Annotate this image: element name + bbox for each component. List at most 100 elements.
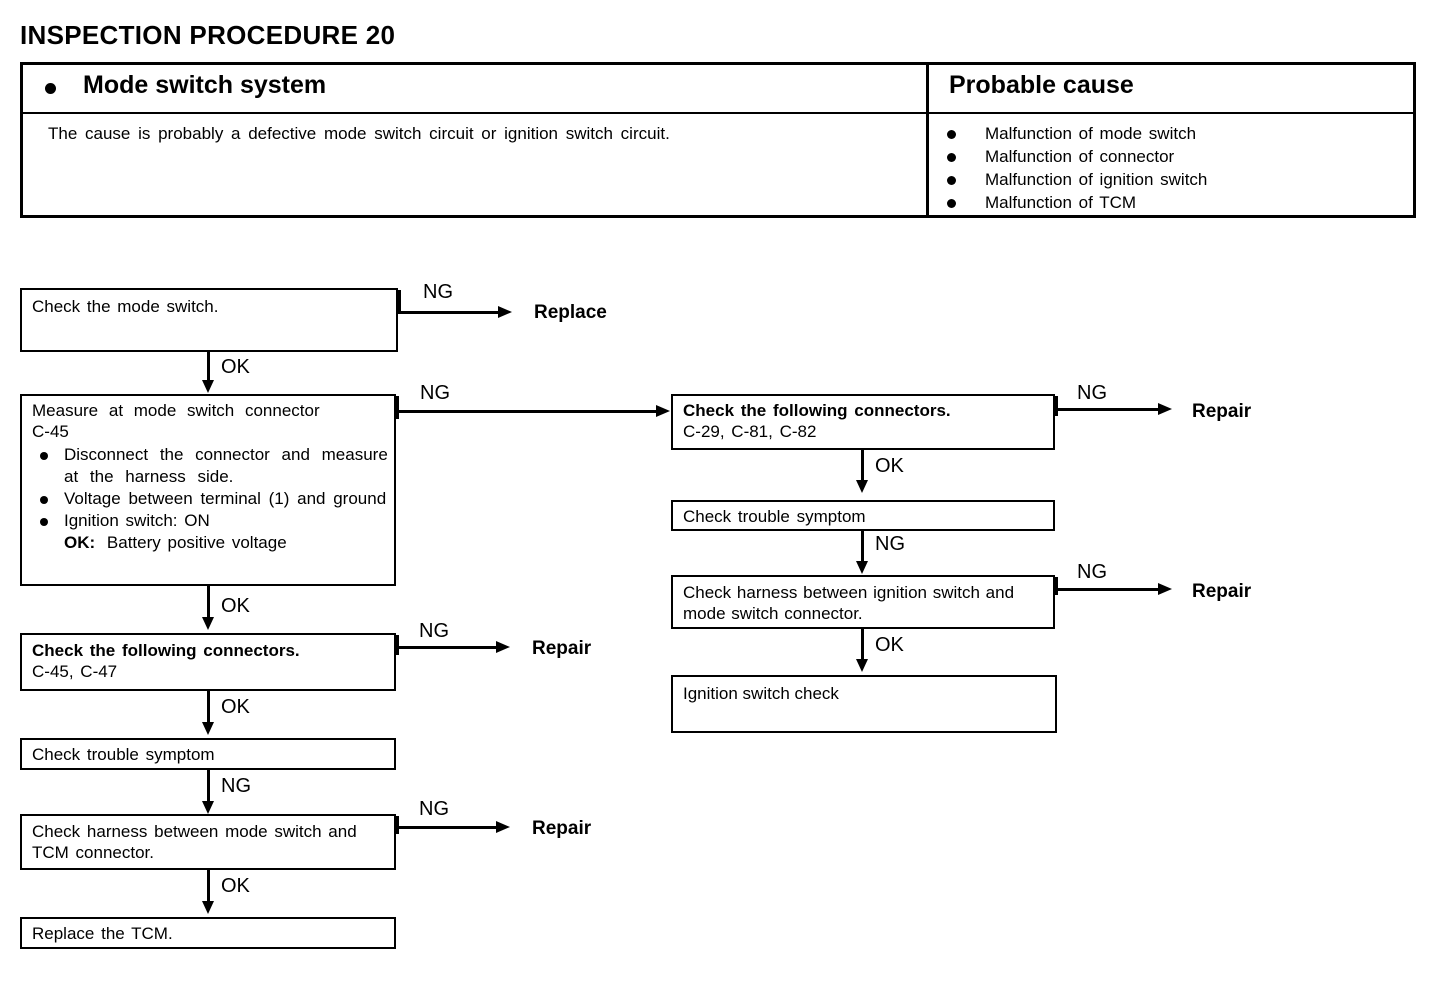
probable-cause-cell: Malfunction of mode switch Malfunction o… [929, 114, 1413, 217]
flow-box-check-harness-left: Check harness between mode switch and TC… [20, 814, 396, 870]
edge-ok-b1-b2 [207, 352, 210, 384]
arrow-right-icon [1158, 582, 1172, 595]
edge-ng-b3-stub [396, 635, 399, 655]
edge-label-ng: NG [1077, 382, 1107, 404]
connectors-title: Check the following connectors. [683, 401, 951, 420]
edge-label-ng: NG [419, 620, 449, 642]
edge-label-ok: OK [221, 356, 250, 378]
arrow-down-icon [201, 617, 214, 630]
flow-box-check-connectors-right: Check the following connectors. C-29, C-… [671, 394, 1055, 450]
list-item: Voltage between terminal (1) and ground [32, 488, 388, 510]
flow-box-replace-tcm: Replace the TCM. [20, 917, 396, 949]
flow-box-label: Check the following connectors. C-45, C-… [32, 640, 388, 682]
terminal-repair: Repair [532, 818, 592, 839]
edge-ok-b2-b3 [207, 586, 210, 620]
list-item: Malfunction of mode switch [947, 122, 1207, 145]
edge-label-ok: OK [875, 634, 904, 656]
edge-ok-b3-b4 [207, 691, 210, 725]
flow-box-check-mode-switch: Check the mode switch. [20, 288, 398, 352]
description-cell: The cause is probably a defective mode s… [23, 114, 929, 217]
flow-box-label: Check the mode switch. [32, 297, 219, 316]
list-item: Malfunction of connector [947, 145, 1207, 168]
flow-box-label: Check harness between ignition switch an… [683, 583, 1015, 623]
measure-bullet-list: Disconnect the connector and measure at … [32, 444, 388, 554]
edge-ng-r3 [1055, 588, 1160, 591]
measure-ok-prefix: OK: [64, 533, 96, 552]
edge-ng-b2 [396, 410, 660, 413]
list-item: Ignition switch: ON [32, 510, 388, 532]
arrow-down-icon [855, 480, 868, 493]
arrow-right-icon [1158, 402, 1172, 415]
edge-ng-r1 [1055, 408, 1160, 411]
edge-label-ok: OK [875, 455, 904, 477]
flow-box-check-harness-right: Check harness between ignition switch an… [671, 575, 1055, 629]
edge-label-ng: NG [420, 382, 450, 404]
terminal-repair: Repair [532, 638, 592, 659]
arrow-right-icon [496, 820, 510, 833]
arrow-down-icon [201, 380, 214, 393]
flow-box-label: Check harness between mode switch and TC… [32, 822, 357, 862]
edge-ng-b1-stub [398, 290, 401, 313]
edge-label-ng: NG [221, 775, 251, 797]
measure-title: Measure at mode switch connector [32, 401, 320, 420]
edge-ng-b5 [396, 826, 498, 829]
summary-table: Mode switch system Probable cause The ca… [20, 62, 1416, 218]
edge-label-ng: NG [419, 798, 449, 820]
flow-box-check-trouble-symptom-left: Check trouble symptom [20, 738, 396, 770]
edge-ng-b3 [396, 646, 498, 649]
flow-box-check-trouble-symptom-right: Check trouble symptom [671, 500, 1055, 531]
arrow-down-icon [201, 801, 214, 814]
bullet-icon [45, 83, 56, 94]
probable-cause-list: Malfunction of mode switch Malfunction o… [947, 122, 1207, 214]
arrow-down-icon [201, 901, 214, 914]
measure-ok-value: Battery positive voltage [106, 533, 287, 552]
table-header-row: Mode switch system Probable cause [23, 65, 1413, 114]
edge-ng-b5-stub [396, 816, 399, 834]
edge-ng-b1 [398, 311, 500, 314]
edge-ng-b2-stub [396, 396, 399, 419]
arrow-right-icon [498, 305, 512, 318]
flow-box-label: Check trouble symptom [32, 745, 215, 764]
flow-box-label: Ignition switch check [683, 684, 839, 703]
edge-ng-r1-stub [1055, 396, 1058, 416]
arrow-down-icon [201, 722, 214, 735]
edge-ok-r1-r2 [861, 450, 864, 483]
terminal-replace: Replace [534, 302, 607, 323]
description-text: The cause is probably a defective mode s… [48, 124, 670, 143]
list-item: Malfunction of TCM [947, 191, 1207, 214]
terminal-repair: Repair [1192, 581, 1252, 602]
edge-label-ng: NG [423, 281, 453, 303]
list-item: Malfunction of ignition switch [947, 168, 1207, 191]
edge-label-ok: OK [221, 875, 250, 897]
edge-ok-r3-r4 [861, 629, 864, 662]
arrow-down-icon [855, 659, 868, 672]
page-title: INSPECTION PROCEDURE 20 [20, 20, 396, 50]
probable-cause-title-cell: Probable cause [929, 65, 1413, 112]
flow-box-measure-connector: Measure at mode switch connector C-45 Di… [20, 394, 396, 586]
arrow-down-icon [855, 561, 868, 574]
edge-label-ok: OK [221, 696, 250, 718]
list-item: Disconnect the connector and measure at … [32, 444, 388, 488]
edge-ok-b5-b6 [207, 870, 210, 904]
edge-label-ng: NG [1077, 561, 1107, 583]
flow-box-label: Measure at mode switch connector C-45 Di… [32, 400, 388, 554]
flow-box-label: Check the following connectors. C-29, C-… [683, 400, 1047, 442]
edge-label-ng: NG [875, 533, 905, 555]
connectors-title: Check the following connectors. [32, 641, 300, 660]
flow-box-label: Check trouble symptom [683, 507, 866, 526]
edge-label-ok: OK [221, 595, 250, 617]
flow-box-label: Replace the TCM. [32, 924, 173, 943]
connectors-subtitle: C-45, C-47 [32, 662, 118, 681]
edge-ng-r3-stub [1055, 577, 1058, 595]
edge-ng-r2-r3 [861, 531, 864, 564]
system-title: Mode switch system [83, 71, 327, 99]
flow-box-check-connectors-left: Check the following connectors. C-45, C-… [20, 633, 396, 691]
edge-ng-b4-b5 [207, 770, 210, 804]
measure-subtitle: C-45 [32, 422, 69, 441]
measure-ok-line: OK: Battery positive voltage [32, 532, 388, 554]
arrow-right-icon [656, 404, 670, 417]
flow-box-ignition-switch-check: Ignition switch check [671, 675, 1057, 733]
arrow-right-icon [496, 640, 510, 653]
terminal-repair: Repair [1192, 401, 1252, 422]
